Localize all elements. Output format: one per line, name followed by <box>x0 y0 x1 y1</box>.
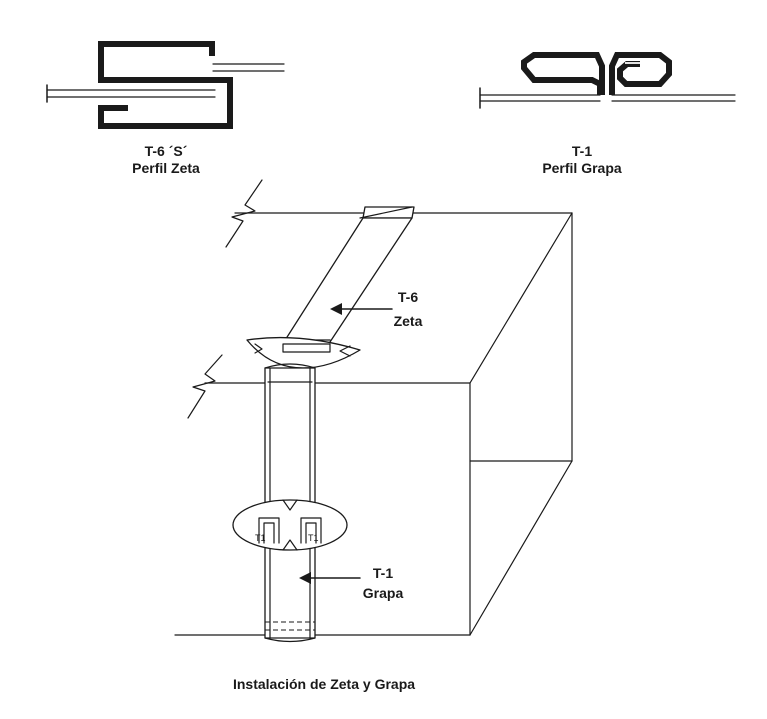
duct-box <box>174 212 573 636</box>
t1-callout-arrow <box>299 572 361 584</box>
t6-profile-name: Perfil Zeta <box>132 160 200 176</box>
t1-callout-code: T-1 <box>373 565 393 581</box>
t6-callout-name: Zeta <box>394 313 423 329</box>
upper-seam-detail <box>246 336 361 369</box>
t1-callout-name: Grapa <box>363 585 404 601</box>
detail-mark-right: T1 <box>308 533 319 543</box>
t1-profile-name: Perfil Grapa <box>542 160 622 176</box>
upper-break-symbol <box>225 179 263 248</box>
t6-s-profile-drawing <box>46 41 285 129</box>
t6-callout-code: T-6 <box>398 289 418 305</box>
lower-break-symbol <box>187 354 223 419</box>
figure-caption: Instalación de Zeta y Grapa <box>233 676 415 692</box>
t6-profile-code: T-6 ´S´ <box>145 143 188 159</box>
t1-profile-code: T-1 <box>572 143 592 159</box>
t6-callout-arrow <box>330 303 393 315</box>
detail-mark-left: T1 <box>255 533 266 543</box>
t1-clip-profile-drawing <box>479 52 736 109</box>
lower-seam-detail: T1 T1 <box>232 499 348 551</box>
